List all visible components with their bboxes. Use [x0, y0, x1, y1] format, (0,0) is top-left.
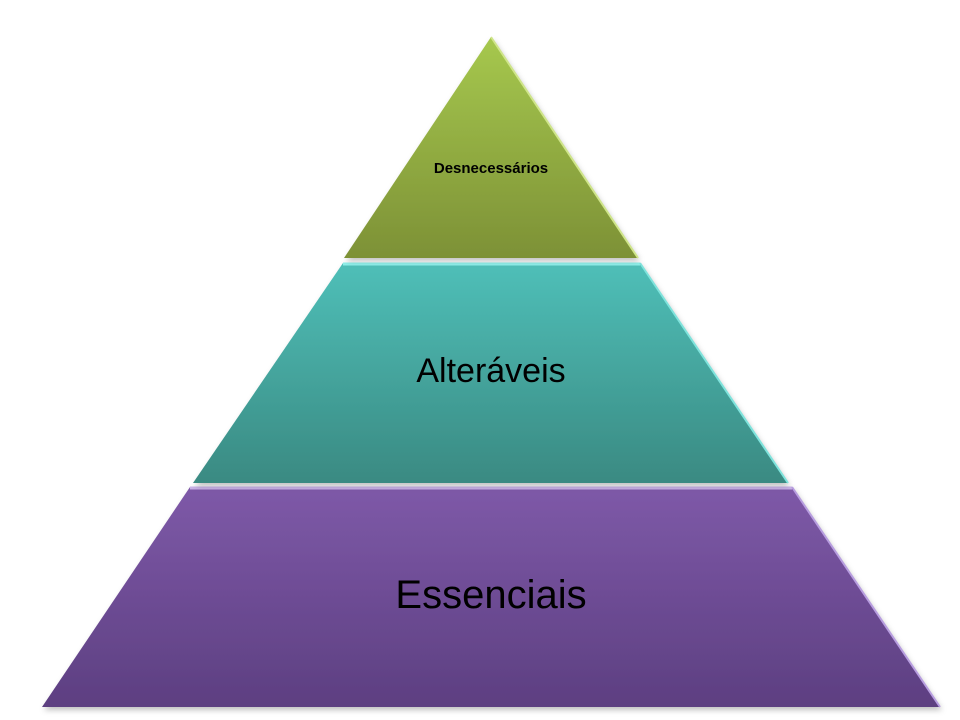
pyramid-tier-top: [344, 37, 638, 258]
pyramid-tier-bottom: [42, 487, 940, 707]
tier-top-label: Desnecessários: [434, 160, 548, 177]
tier-middle-label: Alteráveis: [416, 352, 565, 390]
tier-bottom-edge: [791, 486, 941, 708]
tier-top-edge: [490, 36, 639, 259]
pyramid-tier-middle: [193, 263, 788, 483]
tier-bottom-label: Essenciais: [395, 573, 586, 617]
tier-middle-edge: [639, 262, 789, 484]
